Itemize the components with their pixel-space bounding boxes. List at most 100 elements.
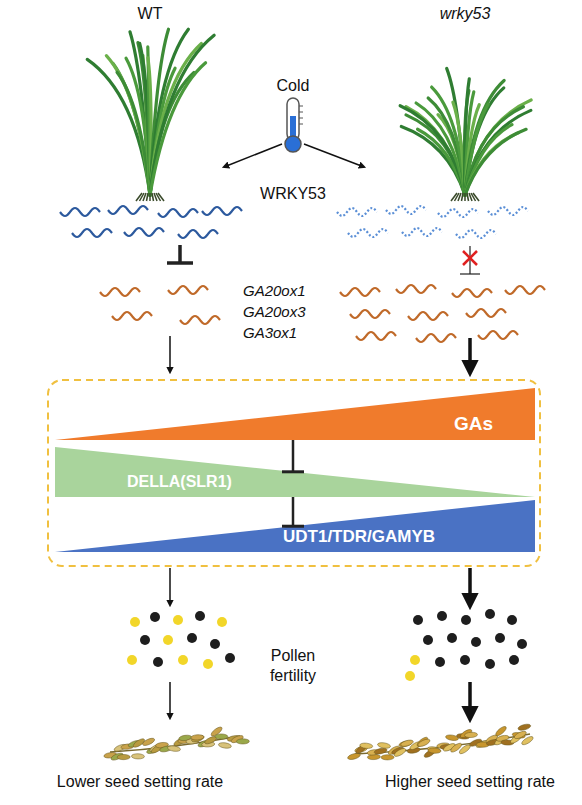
- rice-grain: [393, 747, 407, 758]
- pollen-grain: [178, 655, 188, 665]
- root: [158, 193, 164, 201]
- rice-grain: [517, 723, 531, 731]
- pollen-grain: [485, 609, 495, 619]
- wrky53-transcript: [60, 208, 100, 216]
- ga-gene-transcript: [408, 312, 448, 320]
- pollen-grain: [203, 659, 213, 669]
- regulator-level-wedge: UDT1/TDR/GAMYB: [55, 500, 535, 552]
- pollen-grain: [413, 615, 423, 625]
- root: [149, 193, 151, 201]
- rice-plant: [87, 29, 214, 201]
- rice-grain: [513, 730, 527, 740]
- root: [152, 193, 154, 201]
- wrky53-transcript: [348, 229, 388, 237]
- pollen-grain: [410, 655, 420, 665]
- leaf-blade: [150, 63, 206, 195]
- rice-grain: [521, 735, 535, 746]
- pollen-grain: [127, 655, 137, 665]
- repression-symbol: [167, 245, 193, 263]
- ga-gene-transcript: [452, 289, 492, 297]
- wedge-label: DELLA(SLR1): [127, 472, 232, 492]
- root: [147, 193, 149, 201]
- root: [143, 193, 146, 201]
- pollen-grain: [195, 611, 205, 621]
- wrky53-transcript: [124, 228, 164, 236]
- pollen-grain: [495, 633, 505, 643]
- arrow: [169, 568, 171, 605]
- arrow: [468, 338, 472, 372]
- rice-grain: [131, 754, 144, 760]
- rice-grain: [215, 734, 228, 739]
- wedge-fill: [55, 388, 535, 440]
- pollen-grain: [485, 659, 495, 669]
- arrow: [169, 682, 171, 718]
- leaf-blade: [465, 110, 531, 195]
- wrky53-transcript: [402, 228, 442, 236]
- wedge-label: GAs: [454, 414, 493, 434]
- rice-grain: [377, 742, 391, 749]
- pollen-grain: [461, 615, 471, 625]
- leaf-blade: [432, 87, 465, 195]
- pollen-grain: [507, 615, 517, 625]
- pollen-grain: [423, 635, 433, 645]
- pollen-grains: [127, 609, 527, 681]
- wrky53-transcript: [386, 206, 426, 214]
- pollen-grain: [460, 655, 470, 665]
- genotype-label: WT: [115, 4, 185, 24]
- rice-grain: [359, 743, 372, 749]
- rice-grain: [236, 739, 249, 744]
- pollen-grain: [435, 657, 445, 667]
- pollen-grain: [130, 617, 140, 627]
- wrky53-transcript: [202, 207, 242, 215]
- ga-gene-transcript: [466, 309, 506, 317]
- wrky53-transcript: [438, 209, 478, 217]
- pollen-grain: [153, 657, 163, 667]
- pollen-grain: [173, 615, 183, 625]
- della-level-wedge: DELLA(SLR1): [55, 447, 535, 497]
- wrky53-transcript: [337, 208, 377, 216]
- rice-grain: [417, 738, 431, 748]
- pollen-grain: [517, 639, 527, 649]
- cold-arrow: [304, 144, 364, 167]
- wedge-fill: [55, 500, 535, 552]
- wedge-label: UDT1/TDR/GAMYB: [283, 527, 435, 547]
- rice-panicle: [347, 723, 534, 761]
- gene-label: WRKY53: [233, 184, 353, 204]
- ga-gene-transcript: [416, 334, 456, 342]
- ga-gene-transcript: [350, 310, 390, 318]
- pollen-grain: [210, 639, 220, 649]
- outcome-label: Higher seed setting rate: [360, 772, 580, 792]
- wedge-fill: [55, 447, 535, 497]
- treatment-label: Cold: [263, 76, 323, 96]
- cold-arrow: [224, 144, 282, 167]
- ga-gene-transcript: [100, 288, 140, 296]
- root: [464, 193, 466, 201]
- cross-mark: [463, 251, 477, 265]
- root: [473, 193, 479, 201]
- pollen-grain: [217, 617, 227, 627]
- wrky53-transcript: [488, 207, 528, 215]
- pollen-grain: [163, 635, 173, 645]
- root: [467, 193, 469, 201]
- pollen-grain: [405, 671, 415, 681]
- ga-gene-transcript: [340, 288, 380, 296]
- leaf-blade: [465, 100, 531, 195]
- wrky53-transcript: [158, 209, 198, 217]
- genotype-label: wrky53: [425, 4, 505, 24]
- leaf-blade: [150, 43, 201, 195]
- wrky53-transcript: [108, 206, 148, 214]
- leaf-blade: [465, 125, 512, 195]
- ga-gene-transcript: [396, 285, 436, 293]
- pollen-grain: [140, 635, 150, 645]
- leaf-blade: [150, 73, 194, 195]
- rice-grain: [464, 732, 477, 738]
- thermometer-icon: [285, 98, 303, 152]
- rice-grain: [142, 737, 156, 747]
- repression-symbol: [460, 246, 480, 274]
- ga-gene-transcript: [356, 332, 396, 340]
- ga-gene-transcript: [112, 312, 152, 320]
- rice-grain: [218, 742, 232, 749]
- ga-gene-transcript: [478, 331, 518, 339]
